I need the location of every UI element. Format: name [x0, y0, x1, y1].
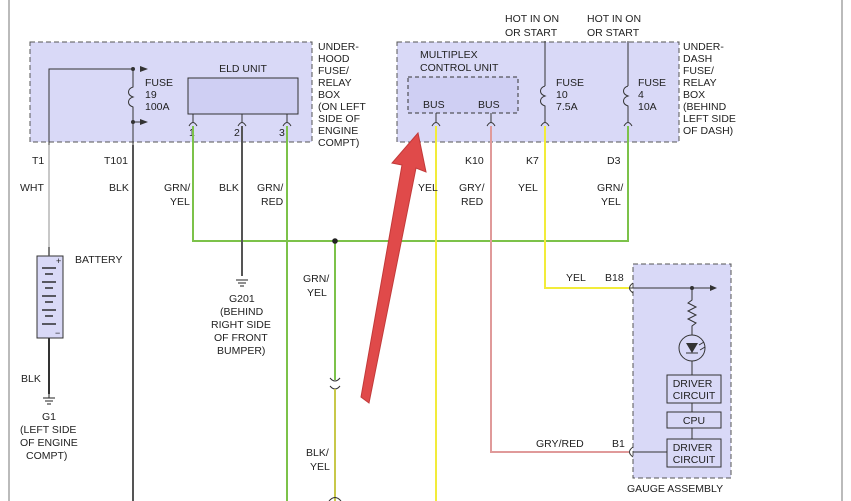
connector-icon	[188, 122, 198, 127]
junction-dot	[131, 120, 135, 124]
terminal-d3: D3	[607, 155, 621, 167]
eld-pin-3: 3	[279, 127, 285, 139]
wire-yel-k7	[544, 126, 629, 289]
led-rays-icon	[698, 341, 706, 351]
cpu-box	[666, 411, 722, 429]
connector-icon	[629, 446, 634, 458]
splice-dot	[332, 238, 338, 244]
connector-icon	[237, 122, 247, 127]
wire-grn-yel-bus	[192, 126, 629, 242]
terminal-t101: T101	[104, 155, 128, 167]
wire-label-yel-top: YEL	[418, 182, 438, 194]
connector-icon	[282, 122, 292, 127]
arrowhead-icon	[140, 66, 148, 72]
terminal-b18: B18	[605, 272, 624, 284]
wire-label-gry-red-top: GRY/ RED	[459, 182, 487, 208]
wire-gry-red	[490, 126, 629, 453]
wire-label-grn-yel-1: GRN/ YEL	[164, 182, 193, 208]
battery-minus: −	[55, 328, 60, 338]
resistor-icon	[686, 288, 698, 334]
wire-label-yel-b18: YEL	[566, 272, 586, 284]
wire-label-wht: WHT	[20, 182, 44, 194]
fuse-10-label: FUSE 10 7.5A	[556, 77, 587, 113]
terminal-k10: K10	[465, 155, 484, 167]
wire-label-grn-yel-d3: GRN/ YEL	[597, 182, 626, 208]
ground-g1-label: G1 (LEFT SIDE OF ENGINE COMPT)	[20, 411, 81, 462]
driver-circuit-2-box	[666, 438, 722, 468]
fuse-19-symbol	[128, 69, 135, 145]
wire-label-grn-yel-mid: GRN/ YEL	[303, 273, 332, 299]
red-pointer-arrow-icon	[360, 131, 427, 404]
wire-label-gry-red-b1: GRY/RED	[536, 438, 584, 450]
gauge-assembly-label: GAUGE ASSEMBLY	[627, 483, 723, 495]
junction-dot	[131, 67, 135, 71]
fuse-19-label: FUSE 19 100A	[145, 77, 176, 113]
underhood-box-label: UNDER- HOOD FUSE/ RELAY BOX (ON LEFT SID…	[318, 41, 369, 149]
underhood-internal-wire	[48, 68, 133, 145]
fuse-4-symbol	[623, 85, 630, 122]
hot-label-1: HOT IN ON OR START	[505, 13, 562, 39]
ground-symbol-icon	[236, 279, 248, 287]
battery-cells-icon	[42, 267, 56, 325]
underdash-box-label: UNDER- DASH FUSE/ RELAY BOX (BEHIND LEFT…	[683, 41, 739, 137]
connector-icon	[623, 122, 633, 127]
wire-label-yel-k7: YEL	[518, 182, 538, 194]
wire-label-blk: BLK	[109, 182, 129, 194]
wire-label-blk-yel: BLK/ YEL	[306, 447, 332, 473]
led-diode-icon	[686, 343, 698, 353]
wire-label-blk-battery: BLK	[21, 373, 41, 385]
driver-circuit-1-label: DRIVER CIRCUIT	[673, 378, 716, 402]
terminal-t1: T1	[32, 155, 44, 167]
fuse-4-label: FUSE 4 10A	[638, 77, 669, 113]
multiplex-control-unit-box	[407, 76, 519, 114]
connector-icon	[328, 497, 342, 501]
multiplex-label: MULTIPLEX CONTROL UNIT	[420, 49, 499, 74]
eld-unit-label: ELD UNIT	[219, 63, 267, 75]
bus-label-1: BUS	[423, 99, 445, 111]
fuse-10-symbol	[540, 85, 547, 122]
arrowhead-icon	[710, 285, 717, 291]
arrowhead-icon	[140, 119, 148, 125]
terminal-k7: K7	[526, 155, 539, 167]
eld-pin-2: 2	[234, 127, 240, 139]
cpu-label: CPU	[683, 415, 705, 427]
battery-label: BATTERY	[75, 254, 122, 266]
ground-g201-label: G201 (BEHIND RIGHT SIDE OF FRONT BUMPER)	[211, 293, 274, 357]
driver-circuit-2-label: DRIVER CIRCUIT	[673, 442, 716, 466]
wire-label-blk-eld: BLK	[219, 182, 239, 194]
ground-symbol-icon	[43, 394, 55, 405]
connector-icon	[431, 122, 441, 127]
connector-icon	[540, 122, 550, 127]
driver-circuit-1-box	[666, 374, 722, 404]
connector-icon	[486, 122, 496, 127]
terminal-b1: B1	[612, 438, 625, 450]
bus-label-2: BUS	[478, 99, 500, 111]
wire-label-grn-red: GRN/ RED	[257, 182, 286, 208]
eld-unit-box	[187, 77, 299, 115]
battery-plus: +	[56, 256, 61, 266]
hot-label-2: HOT IN ON OR START	[587, 13, 644, 39]
